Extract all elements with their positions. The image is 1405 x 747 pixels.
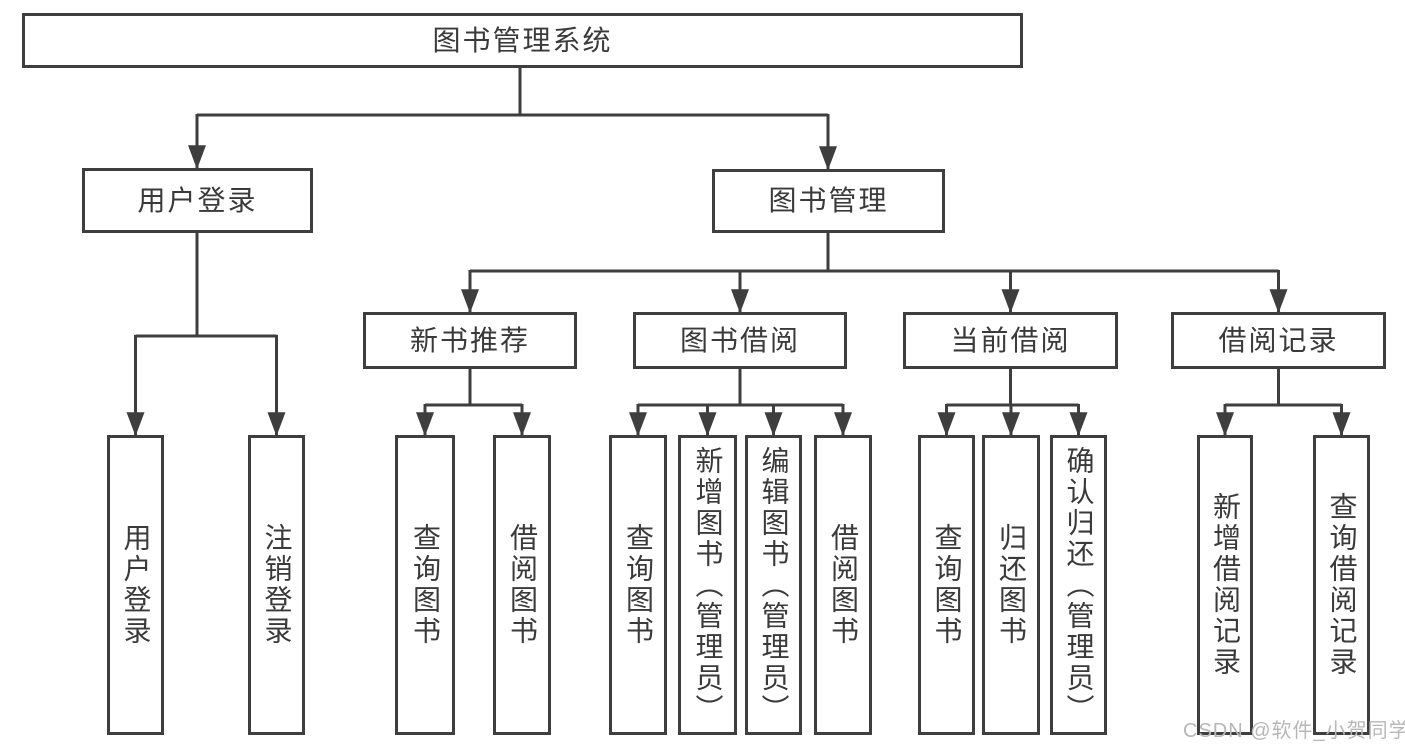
leaf-borrow-books-new-rec: 借阅图书 (493, 435, 551, 735)
node-library-management-system: 图书管理系统 (22, 13, 1023, 68)
node-label: 查询图书 (931, 523, 963, 647)
node-book-management: 图书管理 (712, 169, 945, 233)
leaf-edit-books-admin: 编辑图书（管理员） (745, 435, 802, 735)
node-label: 查询借阅记录 (1326, 492, 1358, 678)
connector-root-bus (197, 68, 828, 117)
connector-book-borrow-bus (638, 369, 843, 407)
node-label: 新增图书（管理员） (692, 445, 724, 725)
node-label: 新书推荐 (409, 324, 530, 356)
node-label: 图书管理系统 (432, 24, 613, 56)
node-label: 编辑图书（管理员） (758, 445, 790, 725)
leaf-query-books-new-rec: 查询图书 (395, 435, 455, 735)
leaf-add-borrow-record: 新增借阅记录 (1197, 435, 1253, 735)
node-label: 归还图书 (996, 523, 1027, 647)
leaf-user-login: 用户登录 (107, 435, 164, 735)
leaf-query-books-borrowing: 查询图书 (609, 435, 667, 735)
node-label: 查询图书 (410, 523, 441, 647)
connector-user-login-bus (135, 233, 277, 338)
node-new-book-recommendation: 新书推荐 (363, 312, 577, 369)
node-label: 注销登录 (261, 523, 293, 647)
connector-book-mgmt-bus (470, 233, 1279, 273)
connector-borrow-records-bus (1225, 369, 1342, 407)
leaf-confirm-return-admin: 确认归还（管理员） (1050, 435, 1107, 735)
leaf-query-books-current: 查询图书 (918, 435, 975, 735)
leaf-add-books-admin: 新增图书（管理员） (678, 435, 737, 735)
node-current-borrowing: 当前借阅 (903, 312, 1118, 369)
node-label: 图书借阅 (679, 324, 800, 356)
node-borrowing-records: 借阅记录 (1171, 312, 1386, 369)
node-label: 借阅图书 (507, 523, 538, 647)
leaf-return-books: 归还图书 (982, 435, 1040, 735)
node-label: 确认归还（管理员） (1063, 445, 1095, 725)
node-label: 借阅图书 (828, 523, 859, 647)
csdn-watermark: CSDN @软件_小贺同学 (1183, 720, 1405, 742)
node-label: 用户登录 (137, 184, 258, 216)
node-user-login: 用户登录 (82, 168, 313, 233)
node-label: 新增借阅记录 (1210, 492, 1241, 678)
connector-new-book-bus (425, 369, 522, 407)
connector-current-borrow-bus (946, 369, 1079, 407)
node-label: 用户登录 (120, 523, 152, 647)
leaf-query-borrow-record: 查询借阅记录 (1313, 435, 1370, 735)
node-label: 查询图书 (623, 523, 654, 647)
node-book-borrowing: 图书借阅 (633, 312, 847, 369)
node-label: 图书管理 (768, 185, 889, 216)
leaf-logout-login: 注销登录 (248, 435, 305, 735)
node-label: 当前借阅 (950, 324, 1071, 356)
node-label: 借阅记录 (1218, 324, 1339, 356)
leaf-borrow-books-borrowing: 借阅图书 (814, 435, 872, 735)
